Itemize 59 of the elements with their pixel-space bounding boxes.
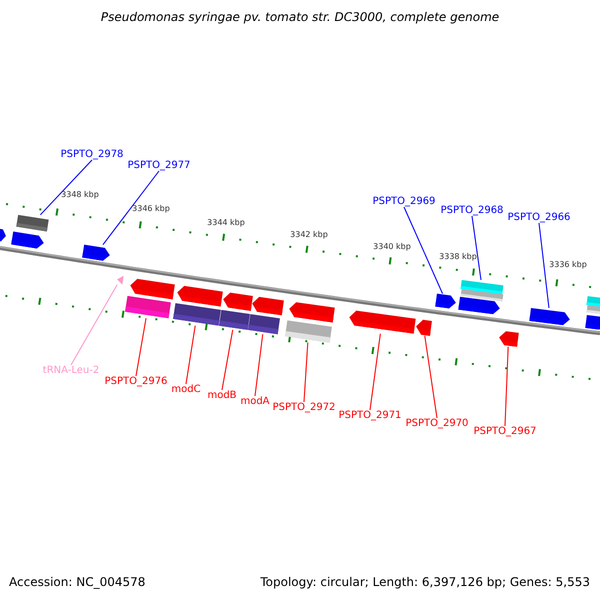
gene-feature xyxy=(0,228,6,242)
gene-label: PSPTO_2970 xyxy=(406,418,468,429)
scale-label: 3338 kbp xyxy=(439,252,477,261)
title: Pseudomonas syringae pv. tomato str. DC3000, complete genome xyxy=(100,10,500,24)
gene-label: PSPTO_2977 xyxy=(128,160,190,171)
gene-feature xyxy=(435,294,456,308)
gene-feature xyxy=(248,314,280,334)
leader-line xyxy=(70,284,118,366)
gene-feature xyxy=(173,303,221,326)
gene-label: PSPTO_2969 xyxy=(372,196,436,207)
gene-feature xyxy=(585,315,600,330)
gene-feature xyxy=(252,296,284,316)
gene-feature xyxy=(289,302,335,322)
gene-label: tRNA-Leu-2 xyxy=(42,365,100,376)
scale-label: 3342 kbp xyxy=(290,230,328,239)
gene-label: PSPTO_2968 xyxy=(440,205,504,216)
gene-feature xyxy=(285,320,332,343)
gene-feature xyxy=(223,292,253,311)
gene-label: PSPTO_2976 xyxy=(104,376,168,387)
scale-label: 3344 kbp xyxy=(207,218,245,227)
gene-feature xyxy=(177,286,223,306)
leader-line xyxy=(504,346,509,426)
footer-text: Accession: NC_004578 xyxy=(9,575,146,589)
leader-line xyxy=(404,206,444,294)
leader-line xyxy=(40,160,92,216)
gene-label: PSPTO_2972 xyxy=(272,402,336,413)
gene-label: modB xyxy=(207,390,237,401)
scale-label: 3346 kbp xyxy=(132,204,170,213)
footer-text: Topology: circular; Length: 6,397,126 bp; Genes: 5,553 xyxy=(260,575,590,589)
gene-feature xyxy=(219,310,250,330)
leader-line xyxy=(102,170,160,246)
leader-line xyxy=(370,333,381,410)
gene-feature xyxy=(125,296,171,318)
gene-feature xyxy=(16,214,49,232)
gene-feature xyxy=(130,278,175,300)
gene-feature xyxy=(11,232,44,248)
gene-feature xyxy=(82,244,110,261)
leader-line xyxy=(136,318,147,376)
leader-line xyxy=(186,325,196,384)
gene-feature xyxy=(416,320,432,336)
scale-label: 3348 kbp xyxy=(61,190,99,199)
gene-label: PSPTO_2966 xyxy=(508,212,570,223)
leader-line xyxy=(304,342,308,402)
gene-feature xyxy=(586,305,600,314)
leader-line xyxy=(254,334,264,396)
leader-line xyxy=(222,329,234,390)
gene-label: PSPTO_2967 xyxy=(474,426,536,437)
leader-line xyxy=(538,222,550,308)
gene-feature xyxy=(499,331,519,347)
gene-label: PSPTO_2978 xyxy=(60,149,124,160)
scale-label: 3340 kbp xyxy=(373,242,411,251)
gene-feature xyxy=(460,288,504,302)
gene-feature xyxy=(117,276,124,285)
gene-feature xyxy=(529,308,570,326)
gene-label: PSPTO_2971 xyxy=(338,410,402,421)
leader-line xyxy=(424,335,438,418)
gene-label: modC xyxy=(171,384,201,395)
gene-label: modA xyxy=(240,396,270,407)
scale-label: 3336 kbp xyxy=(549,260,587,269)
